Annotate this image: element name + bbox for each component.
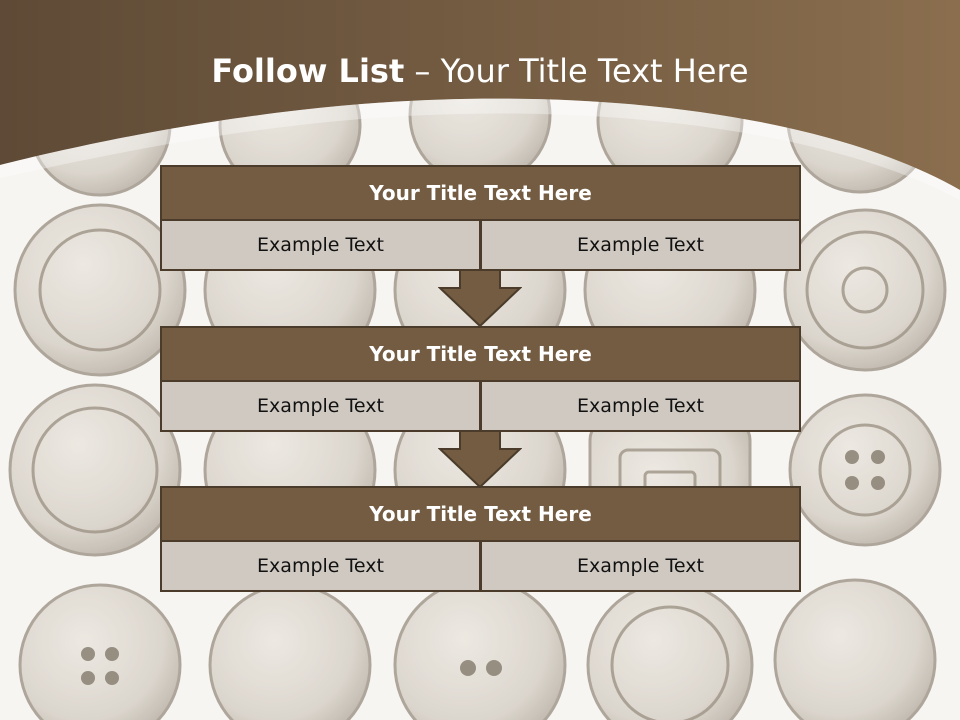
step-cell-left: Example Text [160,542,481,592]
step-title: Your Title Text Here [160,165,801,221]
step-row: Example Text Example Text [160,542,801,592]
down-arrow-icon [438,270,522,328]
step-title: Your Title Text Here [160,326,801,382]
slide-title-bold: Follow List [211,52,405,90]
step-block-2: Your Title Text Here Example Text Exampl… [160,326,801,432]
step-block-3: Your Title Text Here Example Text Exampl… [160,486,801,592]
step-cell-left: Example Text [160,221,481,271]
step-row: Example Text Example Text [160,382,801,432]
step-cell-right: Example Text [481,221,801,271]
step-row: Example Text Example Text [160,221,801,271]
step-cell-left: Example Text [160,382,481,432]
step-cell-right: Example Text [481,382,801,432]
step-cell-right: Example Text [481,542,801,592]
down-arrow-icon [438,431,522,489]
slide-title: Follow List – Your Title Text Here [0,52,960,90]
step-block-1: Your Title Text Here Example Text Exampl… [160,165,801,271]
step-title: Your Title Text Here [160,486,801,542]
slide-title-rest: – Your Title Text Here [404,52,749,90]
